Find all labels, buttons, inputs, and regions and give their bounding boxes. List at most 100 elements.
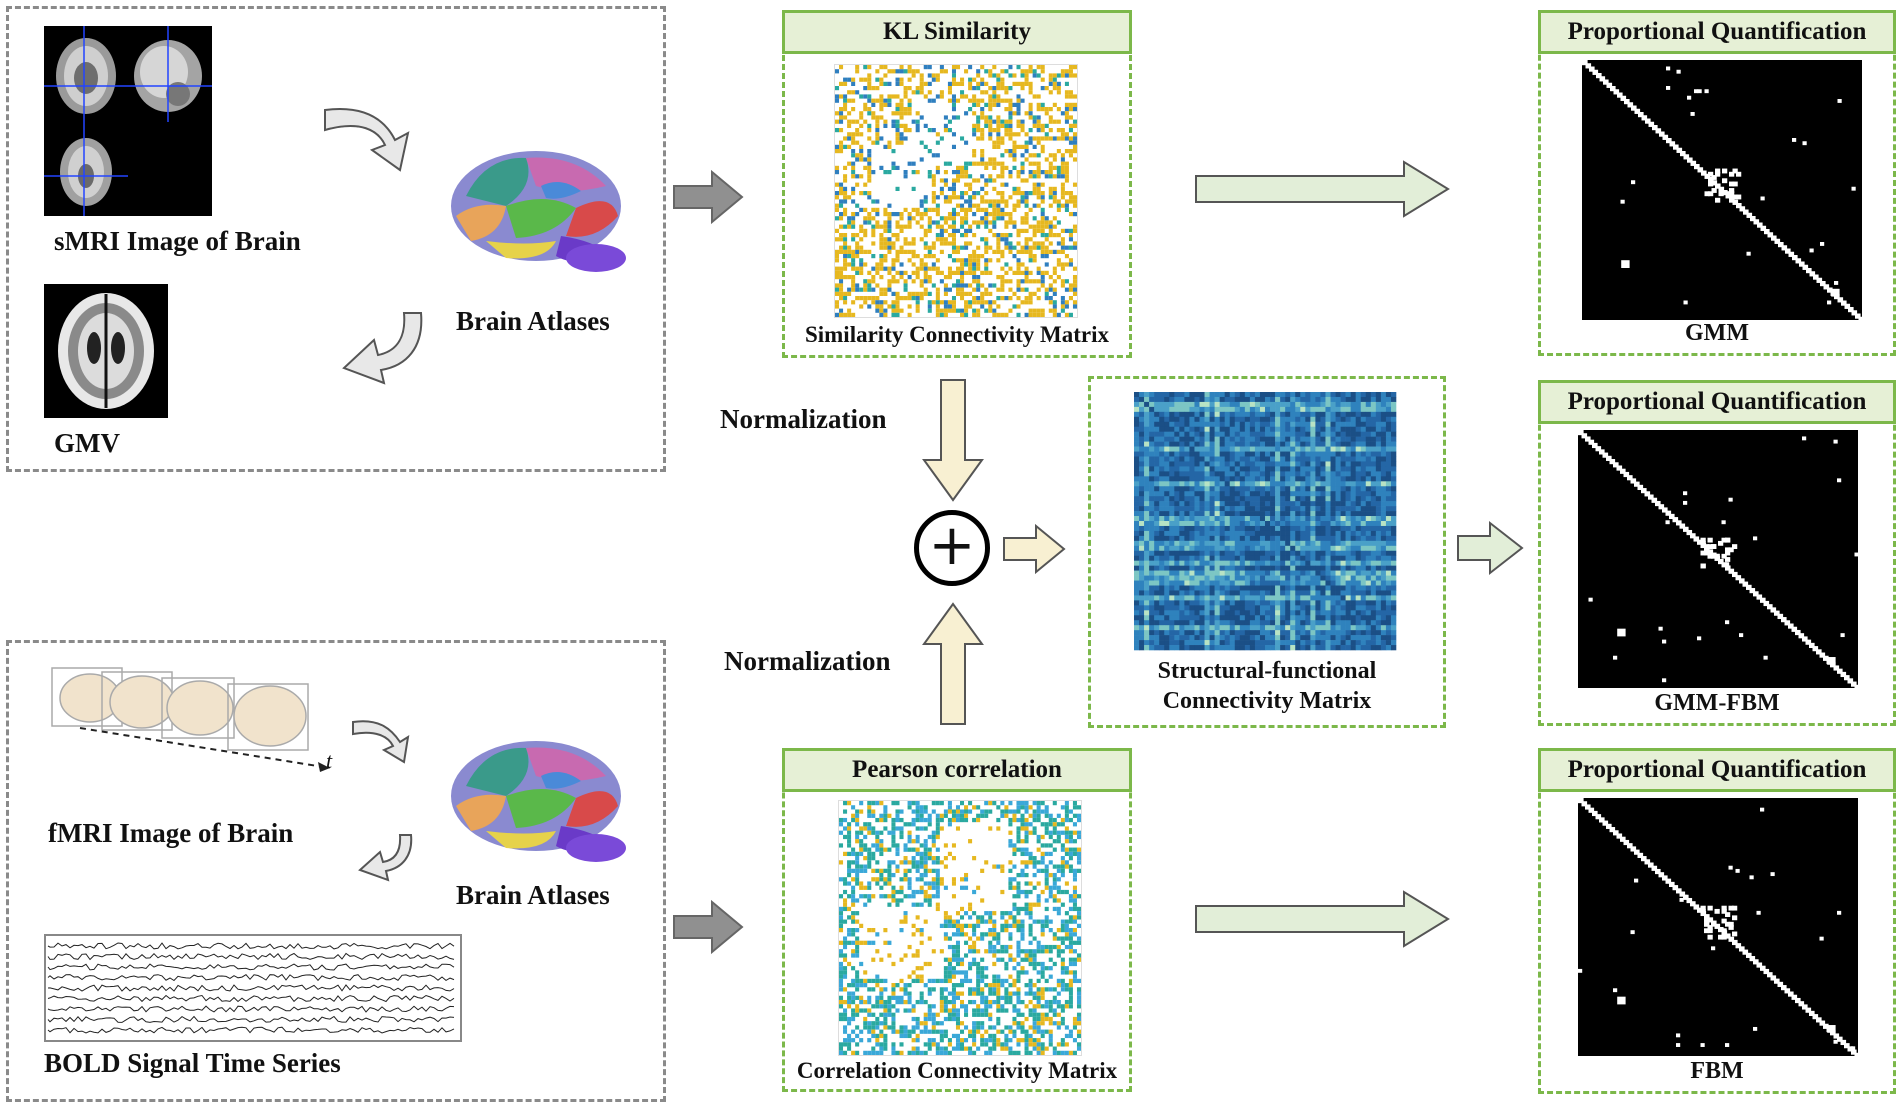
kl-matrix-cell [1020,86,1025,91]
fusion-matrix-cell [1350,431,1356,437]
pearson-matrix-cell [899,830,904,835]
fusion-matrix-cell [1224,491,1231,497]
pearson-matrix-cell [867,822,872,827]
kl-matrix-cell [1060,153,1065,158]
pearson-matrix-cell [955,826,960,831]
fusion-matrix-cell [1259,550,1266,557]
pearson-matrix-cell [955,1016,960,1022]
kl-matrix-cell [947,195,952,200]
fusion-matrix-cell [1179,486,1185,492]
kl-matrix-cell [1012,73,1017,78]
fusion-matrix-cell [1259,411,1266,418]
kl-matrix-cell [883,308,888,313]
pearson-matrix-cell [931,1021,936,1026]
fusion-matrix-cell [1360,406,1367,413]
kl-matrix-cell [1004,149,1009,154]
kl-matrix-cell [923,199,928,204]
kl-matrix-cell [1028,279,1033,284]
fusion-matrix-cell [1350,511,1356,517]
pearson-matrix-cell [992,801,997,806]
fusion-matrix-cell [1144,411,1150,418]
fusion-matrix-cell [1224,535,1231,542]
fusion-matrix-cell [1134,456,1140,462]
pearson-matrix-cell [891,839,896,844]
fusion-matrix-cell [1350,411,1356,418]
fusion-matrix-cell [1199,545,1205,552]
fusion-matrix-cell [1194,535,1200,542]
pearson-matrix-cell [927,898,932,903]
kl-matrix-cell [851,191,856,196]
kl-matrix-cell [1072,182,1077,187]
fusion-matrix-cell [1154,461,1160,467]
pearson-matrix-cell [875,999,880,1005]
kl-matrix-cell [835,182,840,187]
fusion-matrix-cell [1204,392,1210,398]
kl-matrix-cell [1060,161,1065,166]
fusion-matrix-cell [1300,486,1306,492]
pearson-matrix-cell [1032,1042,1037,1047]
kl-matrix-cell [1004,312,1009,317]
kl-matrix-cell [863,94,868,99]
fusion-matrix-cell [1375,511,1382,517]
pearson-matrix-cell [1028,1012,1033,1017]
fusion-matrix-cell [1154,491,1160,497]
fusion-matrix-cell [1300,545,1306,552]
pearson-matrix-cell [903,1029,908,1034]
fusion-matrix-cell [1320,411,1326,418]
fusion-matrix-cell [1375,516,1382,522]
fusion-matrix-cell [1254,486,1261,492]
fusion-matrix-cell [1144,535,1150,542]
pearson-matrix-cell [951,1012,956,1017]
kl-matrix-cell [871,170,876,175]
kl-matrix-cell [907,102,912,107]
kl-matrix-cell [931,241,936,246]
fusion-matrix-cell [1365,426,1372,432]
fusion-matrix-cell [1360,421,1367,428]
fusion-matrix-cell [1360,496,1367,502]
kl-matrix-cell [947,119,952,124]
fusion-matrix-cell [1385,525,1392,532]
pearson-matrix-cell [1060,983,1065,988]
fusion-matrix-cell [1290,491,1296,497]
kl-matrix-cell [1012,291,1017,296]
kl-matrix-cell [1060,73,1065,78]
kl-matrix-cell [871,207,876,212]
pearson-matrix-cell [1020,860,1025,865]
pearson-matrix-cell [895,809,900,814]
fusion-matrix-cell [1189,431,1195,437]
pearson-matrix-cell [1032,936,1037,941]
fusion-matrix-cell [1159,501,1165,507]
pearson-matrix-cell [843,1016,848,1022]
pearson-matrix-cell [923,860,928,865]
kl-matrix-cell [996,199,1001,204]
fusion-matrix-cell [1385,466,1392,472]
pearson-matrix-cell [1016,995,1021,1000]
kl-matrix-cell [992,207,997,212]
kl-matrix-cell [1024,296,1029,301]
fusion-matrix-cell [1385,471,1392,477]
pearson-matrix-cell [1004,805,1009,810]
fusion-matrix-cell [1204,466,1210,472]
fusion-matrix-cell [1139,471,1145,477]
kl-matrix-cell [899,98,904,103]
smri-slices-image [44,26,212,216]
fusion-matrix-cell [1295,426,1301,432]
fusion-matrix-cell [1285,525,1291,532]
fusion-matrix-cell [1189,525,1195,532]
kl-matrix-cell [879,102,884,107]
kl-matrix-cell [996,191,1001,196]
fusion-matrix-cell [1244,421,1251,428]
kl-matrix-cell [887,98,892,103]
fusion-matrix-cell [1209,521,1215,527]
kl-matrix-cell [879,254,884,259]
kl-matrix-cell [903,249,908,254]
pearson-matrix-cell [903,1033,908,1039]
fusion-matrix-cell [1189,496,1195,502]
kl-matrix-cell [875,115,880,120]
fusion-matrix-cell [1139,411,1145,418]
kl-matrix-cell [843,275,848,280]
pearson-matrix-cell [1032,1004,1037,1009]
kl-matrix-cell [980,186,985,191]
kl-matrix-cell [947,308,952,313]
kl-matrix-cell [907,86,912,91]
